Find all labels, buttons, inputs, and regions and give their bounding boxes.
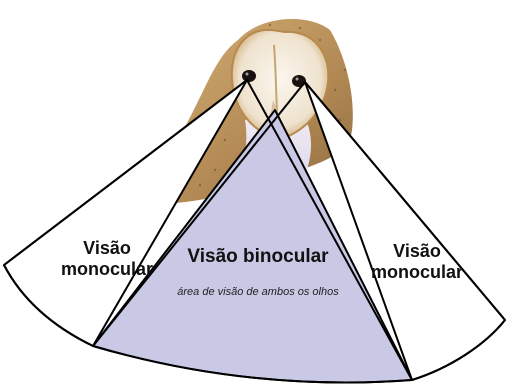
- left-eye-icon: [242, 70, 256, 82]
- binocular-label: Visão binocular: [168, 246, 348, 268]
- right-monocular-label: Visão monocular: [362, 241, 472, 282]
- left-monocular-label: Visão monocular: [52, 238, 162, 279]
- binocular-sublabel: área de visão de ambos os olhos: [158, 286, 358, 298]
- right-eye-icon: [292, 75, 306, 87]
